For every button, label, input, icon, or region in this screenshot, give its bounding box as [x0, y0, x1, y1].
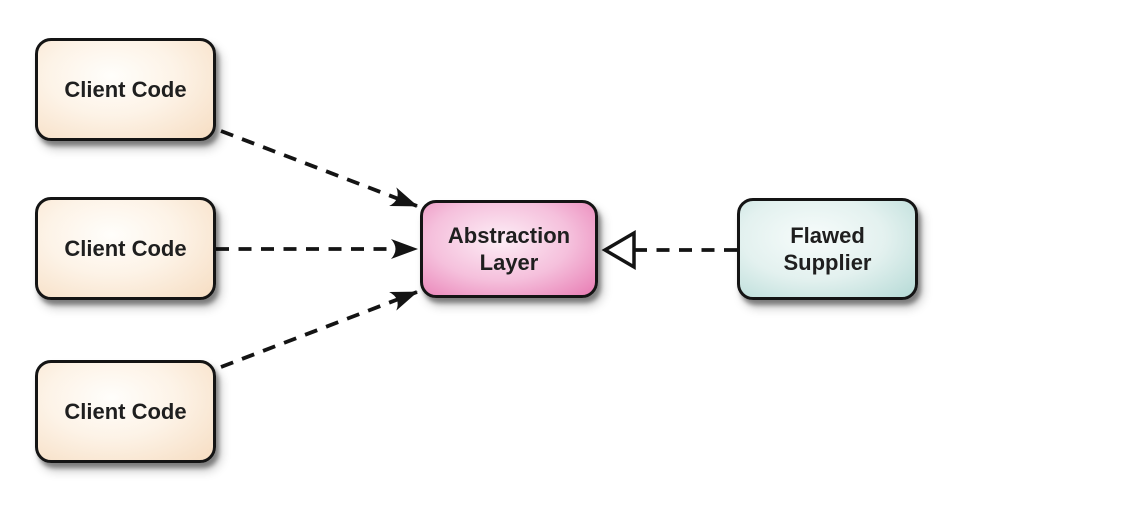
- node-client-code-3-label: Client Code: [64, 398, 186, 425]
- node-flawed-supplier-label: Flawed Supplier: [783, 222, 871, 277]
- node-abstraction-layer-label: Abstraction Layer: [448, 222, 570, 277]
- node-client-code-1[interactable]: Client Code: [35, 38, 216, 141]
- node-flawed-supplier-text-line1: Flawed: [790, 222, 865, 248]
- node-client-code-3[interactable]: Client Code: [35, 360, 216, 463]
- node-client-code-1-text: Client Code: [64, 76, 187, 102]
- node-client-code-2[interactable]: Client Code: [35, 197, 216, 300]
- node-abstraction-layer-text-line1: Abstraction: [447, 222, 571, 248]
- node-client-code-2-text: Client Code: [64, 235, 187, 261]
- dependency-arrow-client1-to-abstraction: [220, 129, 418, 208]
- node-client-code-2-label: Client Code: [64, 235, 186, 262]
- node-abstraction-layer-text-line2: Layer: [479, 250, 539, 275]
- node-client-code-1-label: Client Code: [64, 76, 186, 103]
- node-flawed-supplier[interactable]: Flawed Supplier: [737, 198, 918, 300]
- dependency-arrow-client3-to-abstraction: [220, 290, 418, 369]
- node-flawed-supplier-text-line2: Supplier: [783, 250, 872, 275]
- node-client-code-3-text: Client Code: [64, 398, 187, 424]
- node-abstraction-layer[interactable]: Abstraction Layer: [420, 200, 598, 298]
